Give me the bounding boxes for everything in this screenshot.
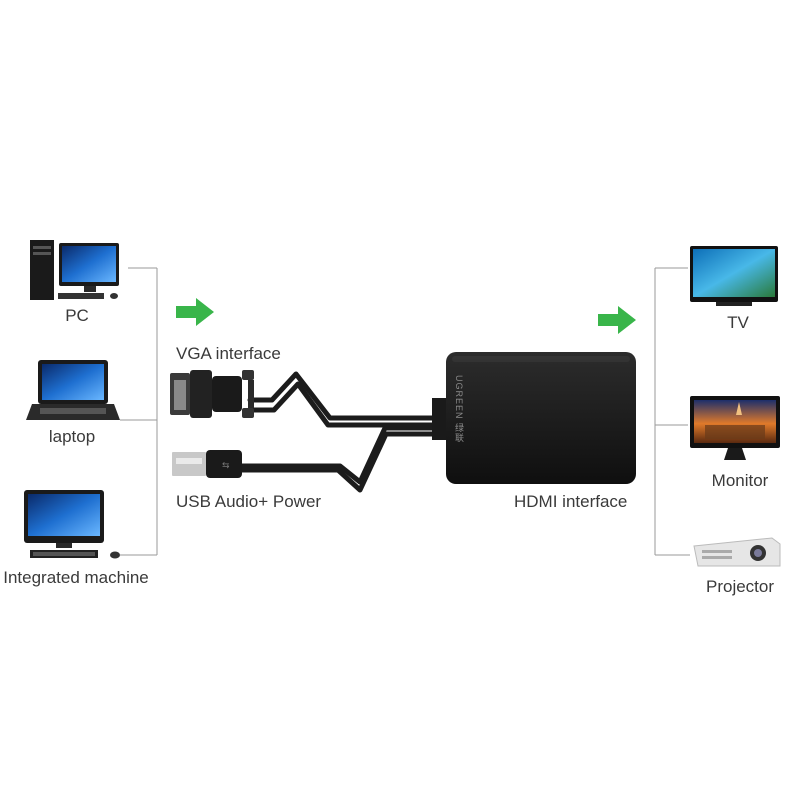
vga-interface-label: VGA interface <box>176 344 281 363</box>
usb-connector-icon: ⇆ <box>172 450 242 478</box>
pc-label: PC <box>65 306 89 325</box>
monitor-icon <box>690 396 780 460</box>
hdmi-interface-label: HDMI interface <box>514 492 628 511</box>
adapter-box <box>432 352 636 484</box>
projector-icon <box>693 537 781 567</box>
cables <box>237 371 435 493</box>
svg-text:⇆: ⇆ <box>222 461 230 471</box>
laptop-label: laptop <box>48 427 96 446</box>
pc-icon <box>30 240 119 300</box>
vga-connector-icon <box>170 370 254 418</box>
integrated-machine-icon <box>24 490 120 559</box>
arrow-right-icon <box>598 306 636 334</box>
usb-audio-power-label: USB Audio+ Power <box>176 492 322 511</box>
right-bracket <box>654 267 690 556</box>
tv-label: TV <box>727 313 749 332</box>
laptop-icon <box>26 360 120 420</box>
tv-icon <box>690 246 778 306</box>
left-bracket <box>120 267 158 556</box>
projector-label: Projector <box>705 577 775 596</box>
arrow-right-icon <box>176 298 214 326</box>
monitor-label: Monitor <box>711 471 769 490</box>
integrated-machine-label: Integrated machine <box>3 568 149 587</box>
adapter-brand-logo: UGREEN 绿联 <box>454 375 464 444</box>
